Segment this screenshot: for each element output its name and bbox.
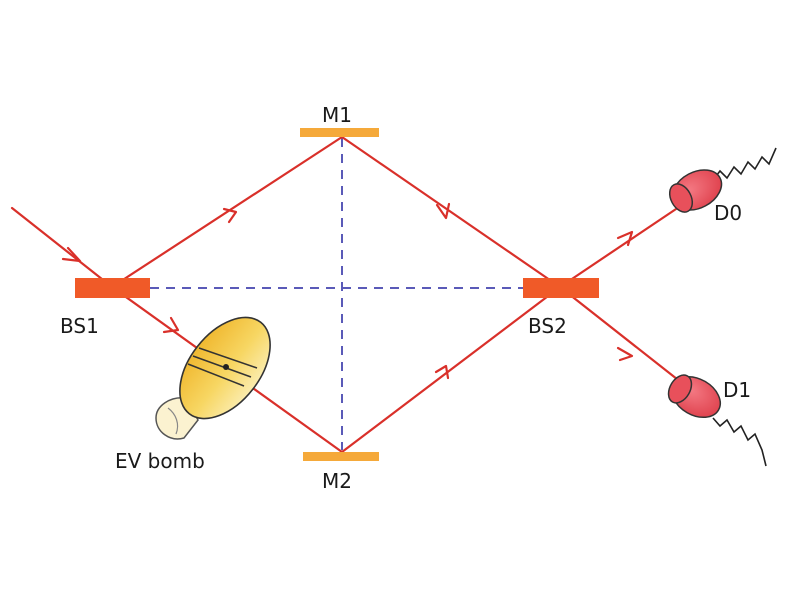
bomb-icon <box>155 316 271 440</box>
beam-bs1-to-m1 <box>110 135 344 289</box>
mirror-m2 <box>303 452 379 461</box>
beam-splitter-bs1 <box>75 278 150 298</box>
arrow-m2-bs2 <box>434 364 450 380</box>
arrow-bs1-m2 <box>162 316 180 334</box>
beam-m2-to-bs2 <box>340 285 562 454</box>
label-ev-bomb: EV bomb <box>115 449 205 473</box>
beam-bs2-to-d1 <box>558 285 684 385</box>
beam-splitter-bs2 <box>523 278 599 298</box>
arrow-input <box>61 246 82 263</box>
label-d1: D1 <box>723 378 751 402</box>
arrow-bs1-m1 <box>222 207 238 224</box>
label-bs2: BS2 <box>528 314 567 338</box>
label-d0: D0 <box>714 201 742 225</box>
input-beam <box>10 206 114 289</box>
beam-m1-to-bs2 <box>340 135 562 289</box>
label-m1: M1 <box>322 103 352 127</box>
arrow-bs2-d0 <box>616 230 634 247</box>
label-bs1: BS1 <box>60 314 99 338</box>
photodetector-icon <box>668 147 777 213</box>
label-m2: M2 <box>322 469 352 493</box>
photodetector-icon <box>667 374 767 467</box>
beam-bs2-to-d0 <box>558 203 684 289</box>
arrow-bs2-d1 <box>616 346 634 362</box>
arrow-m1-bs2 <box>435 202 451 220</box>
mirror-m1 <box>300 128 379 137</box>
